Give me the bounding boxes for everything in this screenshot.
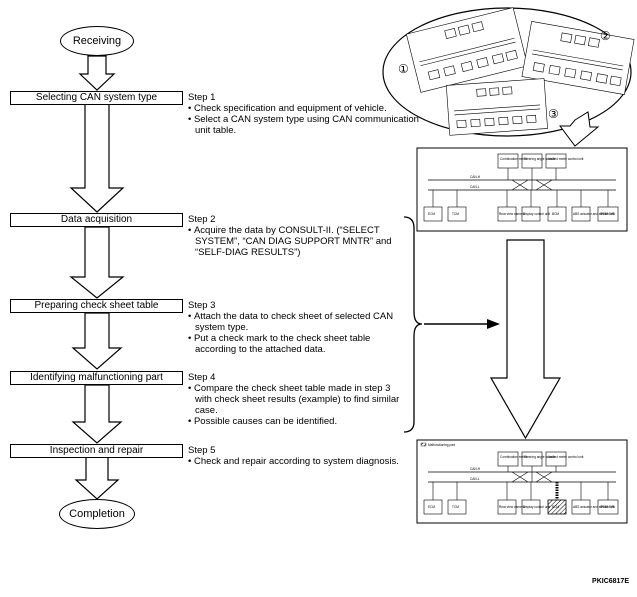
step-4: Step 4 Compare the check sheet table mad… <box>188 372 400 427</box>
system-thumbnail-3 <box>445 78 548 136</box>
flow-arrow-4 <box>71 312 123 370</box>
step-3-title: Step 3 <box>188 300 216 311</box>
flow-arrow-6 <box>74 456 120 500</box>
stage-preparing-check-sheet-table: Preparing check sheet table <box>10 299 183 313</box>
bubble-label-3: ③ <box>548 107 559 121</box>
stage-inspection-and-repair: Inspection and repair <box>10 444 183 458</box>
start-terminal: Receiving <box>60 26 134 56</box>
step-4-bullet-1: Compare the check sheet table made in st… <box>188 383 400 416</box>
result-schematic <box>416 439 628 524</box>
big-down-arrow <box>489 239 562 440</box>
stage-identifying-malfunctioning-part: Identifying malfunctioning part <box>10 371 183 385</box>
result-bottom-unit-3: Rear view camera <box>499 505 525 509</box>
brace-arrow-head <box>487 319 500 329</box>
step-2: Step 2 Acquire the data by CONSULT-II. (… <box>188 214 398 258</box>
bubble-pointer <box>559 111 600 147</box>
steps-brace <box>403 216 423 433</box>
stage-selecting-can-system-type: Selecting CAN system type <box>10 91 183 105</box>
step-2-bullet-1: Acquire the data by CONSULT-II. (“SELECT… <box>188 225 398 258</box>
result-bottom-unit-6: ABS actuator and electric unit <box>573 505 615 509</box>
result-label-can-l: CAN-L <box>470 477 480 481</box>
schematic-bottom-unit-6: ABS actuator and electric unit <box>573 212 615 216</box>
step-1-bullet-1: Check specification and equipment of veh… <box>188 103 420 114</box>
schematic-label-can-l: CAN-L <box>470 185 480 189</box>
schematic-bottom-unit-5: BCM <box>552 212 559 216</box>
system-thumbnail-2 <box>521 21 635 95</box>
schematic-label-can-h: CAN-H <box>470 175 481 179</box>
flow-arrow-2 <box>69 103 125 213</box>
step-4-bullet-2: Possible causes can be identified. <box>188 416 400 427</box>
result-bottom-unit-4: Display control unit <box>523 505 550 509</box>
bubble-label-2: ② <box>600 29 611 43</box>
result-label-can-h: CAN-H <box>470 467 481 471</box>
flow-arrow-5 <box>71 384 123 444</box>
step-3-bullet-2: Put a check mark to the check sheet tabl… <box>188 333 398 355</box>
schematic-bottom-unit-7: IPDM E/R <box>600 212 615 216</box>
result-top-unit-2: Steering angle sensor <box>524 455 556 459</box>
step-1-bullet-2: Select a CAN system type using CAN commu… <box>188 114 420 136</box>
schematic-bottom-unit-3: Rear view camera <box>499 212 525 216</box>
can-schematic <box>416 147 628 232</box>
result-bottom-unit-1: ECM <box>428 505 435 509</box>
figure-code: PKIC6817E <box>592 578 629 585</box>
step-4-title: Step 4 <box>188 372 216 383</box>
flow-arrow-1 <box>78 55 116 91</box>
flow-arrow-3 <box>69 226 125 299</box>
stage-data-acquisition: Data acquisition <box>10 213 183 227</box>
result-legend-text: Malfunctioning part <box>428 443 455 447</box>
result-top-unit-1: Combination meter <box>500 455 528 459</box>
step-3: Step 3 Attach the data to check sheet of… <box>188 300 398 355</box>
schematic-top-unit-2: Steering angle sensor <box>524 157 556 161</box>
schematic-bottom-unit-1: ECM <box>428 212 435 216</box>
schematic-bottom-unit-2: TCM <box>452 212 459 216</box>
schematic-top-unit-1: Combination meter <box>500 157 528 161</box>
step-3-bullet-1: Attach the data to check sheet of select… <box>188 311 398 333</box>
schematic-bottom-unit-4: Display control unit <box>523 212 550 216</box>
result-top-unit-3: Unified meter control unit <box>548 455 584 459</box>
step-1-title: Step 1 <box>188 92 216 103</box>
bubble-label-1: ① <box>398 62 409 76</box>
step-5-bullet-1: Check and repair according to system dia… <box>188 456 418 467</box>
schematic-top-unit-3: Unified meter control unit <box>548 157 584 161</box>
end-terminal: Completion <box>59 499 135 529</box>
step-1: Step 1 Check specification and equipment… <box>188 92 420 136</box>
step-5-title: Step 5 <box>188 445 216 456</box>
result-bottom-unit-2: TCM <box>452 505 459 509</box>
result-bottom-unit-5: BCM <box>552 505 559 509</box>
step-5: Step 5 Check and repair according to sys… <box>188 445 418 467</box>
result-bottom-unit-7: IPDM E/R <box>600 505 615 509</box>
step-2-title: Step 2 <box>188 214 216 225</box>
system-thumbnail-1 <box>406 7 528 93</box>
